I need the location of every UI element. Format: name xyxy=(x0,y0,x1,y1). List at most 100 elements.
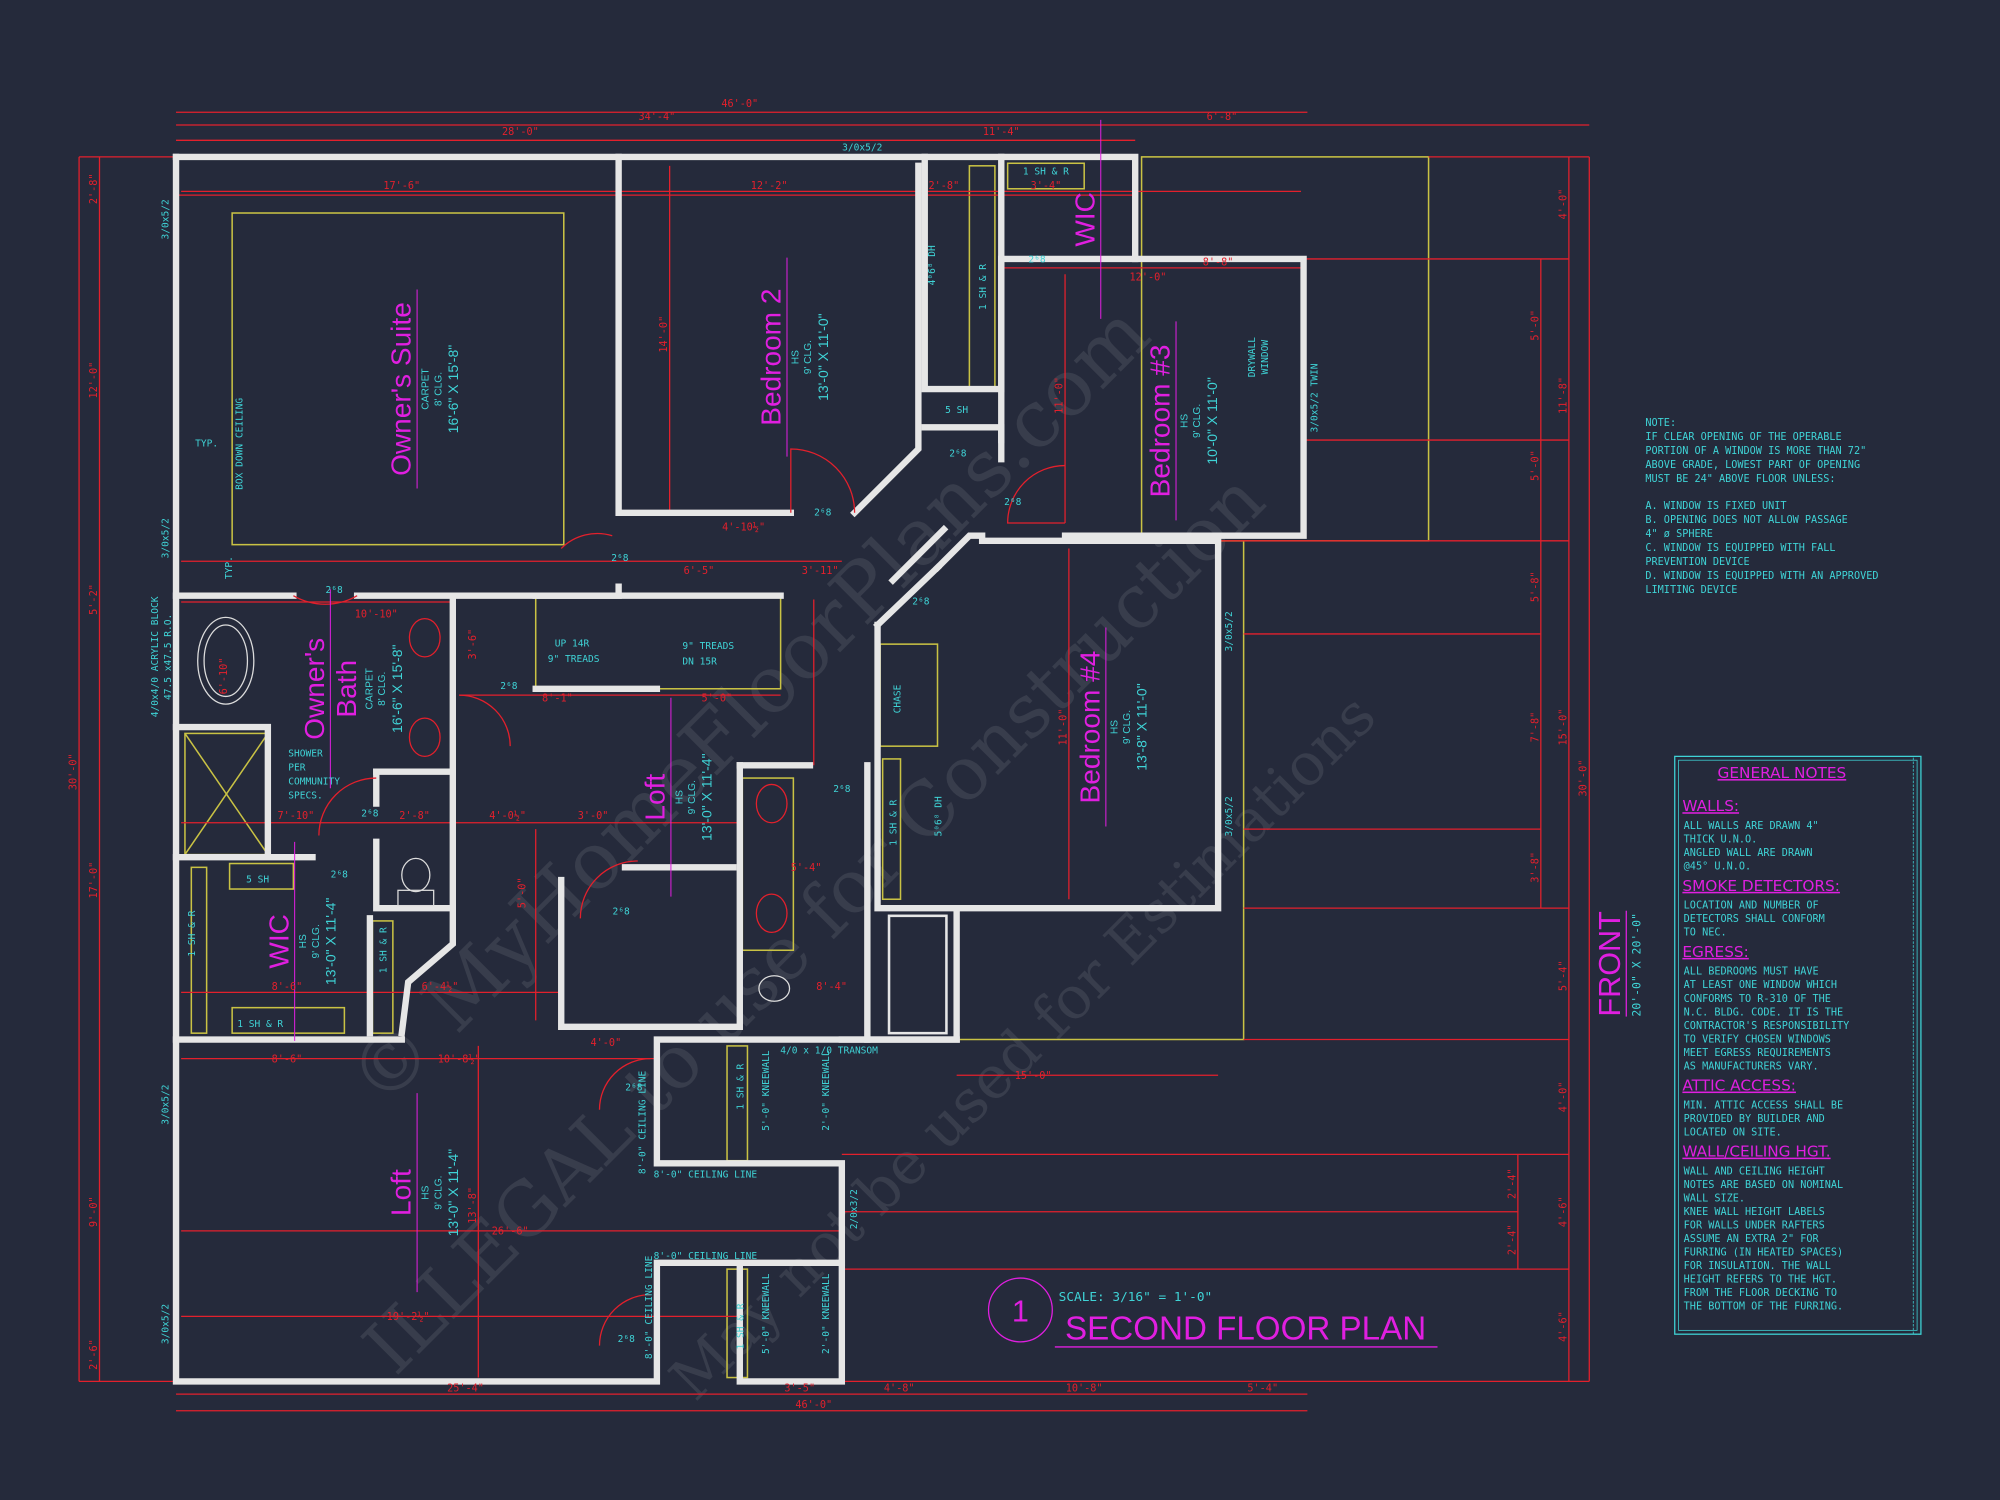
door-swing xyxy=(318,777,377,836)
door-tag: 2⁶8 xyxy=(1004,497,1021,508)
door-tag: 2⁶8 xyxy=(611,553,628,564)
door-swing xyxy=(790,448,856,513)
dimension-label: 11'-4" xyxy=(983,127,1020,138)
shower-note: SPECS. xyxy=(288,790,323,801)
door-swing xyxy=(1007,464,1066,524)
door-tag: 2⁶8 xyxy=(361,808,378,819)
dimension-label: 8'-1" xyxy=(542,694,573,705)
dimension-label: 5'-8" xyxy=(1530,571,1541,602)
section-heading: WALL/CEILING HGT. xyxy=(1682,1143,1830,1161)
note-item: D. WINDOW IS EQUIPPED WITH AN APPROVED xyxy=(1645,571,1878,582)
room-name: Bedroom #3 xyxy=(1145,345,1176,498)
toilet-icon xyxy=(401,857,431,893)
window-tag: 3/0x5/2 xyxy=(160,1084,171,1124)
dimension-label: 4'-6" xyxy=(1558,1196,1569,1227)
section-heading: ATTIC ACCESS: xyxy=(1682,1077,1796,1095)
note-line: ABOVE GRADE, LOWEST PART OF OPENING xyxy=(1645,460,1860,471)
dimension-label: 7'-10" xyxy=(278,811,315,822)
dimension-label: 6'-8" xyxy=(1207,112,1238,123)
dimension-label: 2'-8" xyxy=(399,811,430,822)
section-line: ANGLED WALL ARE DRAWN xyxy=(1684,848,1813,859)
dimension-label: 5'-0" xyxy=(1530,310,1541,341)
dimension-label: 3'-6" xyxy=(468,629,479,660)
room-spec: 13'-8" X 11'-0" xyxy=(1134,683,1150,771)
shelf-label: 5 SH xyxy=(945,405,968,416)
section-line: FROM THE FLOOR DECKING TO xyxy=(1684,1288,1837,1299)
dimension-label: 2'-4" xyxy=(1507,1224,1518,1255)
room-name: Bath xyxy=(331,660,362,718)
section-line: THE BOTTOM OF THE FURRING. xyxy=(1684,1302,1843,1313)
dimension-label: 2'-8" xyxy=(929,181,960,192)
note-line: MUST BE 24" ABOVE FLOOR UNLESS: xyxy=(1645,474,1835,485)
room-spec: HS xyxy=(1180,414,1191,428)
dimension-label: 3'-11" xyxy=(802,566,839,577)
front-text: FRONT xyxy=(1593,911,1627,1016)
room-spec: CARPET xyxy=(364,668,375,709)
typ-note: TYP. xyxy=(195,438,218,449)
door-tag: 2⁶8 xyxy=(326,585,343,596)
walls xyxy=(172,153,1307,1385)
shelf-rod-label: 1 SH & R xyxy=(378,927,389,973)
note-item: A. WINDOW IS FIXED UNIT xyxy=(1645,501,1786,512)
dimension-label: 3'-4" xyxy=(1031,181,1062,192)
room-spec: 16'-6" X 15'-8" xyxy=(389,644,405,733)
dimension-label: 11'-8" xyxy=(1558,377,1569,414)
room-spec: 9' CLG. xyxy=(433,1175,444,1209)
dimension-label: 10'-10" xyxy=(355,609,398,620)
window-tag: 4/0x4/0 ACRYLIC BLOCK xyxy=(150,596,161,717)
section-line: CONTRACTOR'S RESPONSIBILITY xyxy=(1684,1021,1850,1032)
kneewall-note: 2'-0" KNEEWALL xyxy=(821,1050,832,1131)
note-line: IF CLEAR OPENING OF THE OPERABLE xyxy=(1645,432,1841,443)
section-line: MEET EGRESS REQUIREMENTS xyxy=(1684,1048,1831,1059)
note-heading: NOTE: xyxy=(1645,418,1676,429)
drawing-title: SECOND FLOOR PLAN xyxy=(1065,1310,1426,1347)
shower-note: SHOWER xyxy=(288,748,323,759)
room-spec: 13'-0" X 11'-4" xyxy=(699,753,715,841)
dimension-label: 5'-0" xyxy=(1530,450,1541,481)
window-tag: 3/0x5/2 xyxy=(160,199,171,239)
dimension-label: 15'-0" xyxy=(1558,709,1569,746)
chase-label: CHASE xyxy=(893,684,904,713)
shelf-rod-label: 1 SH & R xyxy=(187,910,198,956)
dimension-label: 7'-8" xyxy=(1530,712,1541,743)
sink-icon xyxy=(755,893,788,934)
dimension-label: 11'-0" xyxy=(1058,709,1069,746)
door-swing xyxy=(579,860,638,919)
dimension-label: 4'-6" xyxy=(1558,1311,1569,1342)
fixtures xyxy=(197,448,1066,1346)
room-spec: 9' CLG. xyxy=(311,924,322,958)
stairs-up-label: UP 14R xyxy=(555,639,590,650)
section-line: @45° U.N.O. xyxy=(1684,862,1751,873)
note-item: PREVENTION DEVICE xyxy=(1645,557,1749,568)
dimension-label: 8'-6" xyxy=(272,982,303,993)
window-tag: 3/0x5/2 xyxy=(1224,796,1235,836)
room-spec: 9' CLG. xyxy=(1122,710,1133,744)
shelf-rod-label: 1 SH & R xyxy=(889,799,900,845)
dimension-label: 8'-8" xyxy=(1203,257,1234,268)
drywall-window-note: WINDOW xyxy=(1260,340,1271,375)
room-name: Bedroom 2 xyxy=(756,289,787,426)
door-tag: 2⁶8 xyxy=(500,681,517,692)
dimension-label: 10'-8" xyxy=(1066,1384,1103,1395)
ceiling-line-note: 8'-0" CEILING LINE xyxy=(654,1251,758,1262)
room-name: Bedroom #4 xyxy=(1074,651,1105,804)
shelf-rod-label: 1 SH & R xyxy=(1023,167,1069,178)
section-line: DETECTORS SHALL CONFORM xyxy=(1684,914,1825,925)
shelf-rod-label: 1 SH & R xyxy=(978,264,989,310)
front-size: 20'-0" X 20'-0" xyxy=(1629,913,1643,1017)
ceiling-line-note: 8'-0" CEILING LINE xyxy=(637,1070,648,1174)
sink-icon xyxy=(408,617,441,658)
section-line: ALL WALLS ARE DRAWN 4" xyxy=(1684,821,1819,832)
window-dh-label: 4⁰6⁸ DH xyxy=(927,245,938,285)
dimension-label: 2'-6" xyxy=(89,1339,100,1370)
dimension-label: 13'-8" xyxy=(468,1187,479,1224)
dimension-label: 3'-5" xyxy=(784,1384,815,1395)
room-spec: 16'-6" X 15'-8" xyxy=(445,345,461,434)
section-line: PROVIDED BY BUILDER AND xyxy=(1684,1114,1825,1125)
stairs-up-label: 9" TREADS xyxy=(548,654,600,665)
section-line: WALL SIZE. xyxy=(1684,1194,1745,1205)
section-line: KNEE WALL HEIGHT LABELS xyxy=(1684,1207,1825,1218)
door-tag: 2⁶8 xyxy=(912,597,929,608)
window-tag: 4/0 x 1/0 TRANSOM xyxy=(780,1046,878,1057)
dimension-label: 9'-0" xyxy=(89,1196,100,1227)
